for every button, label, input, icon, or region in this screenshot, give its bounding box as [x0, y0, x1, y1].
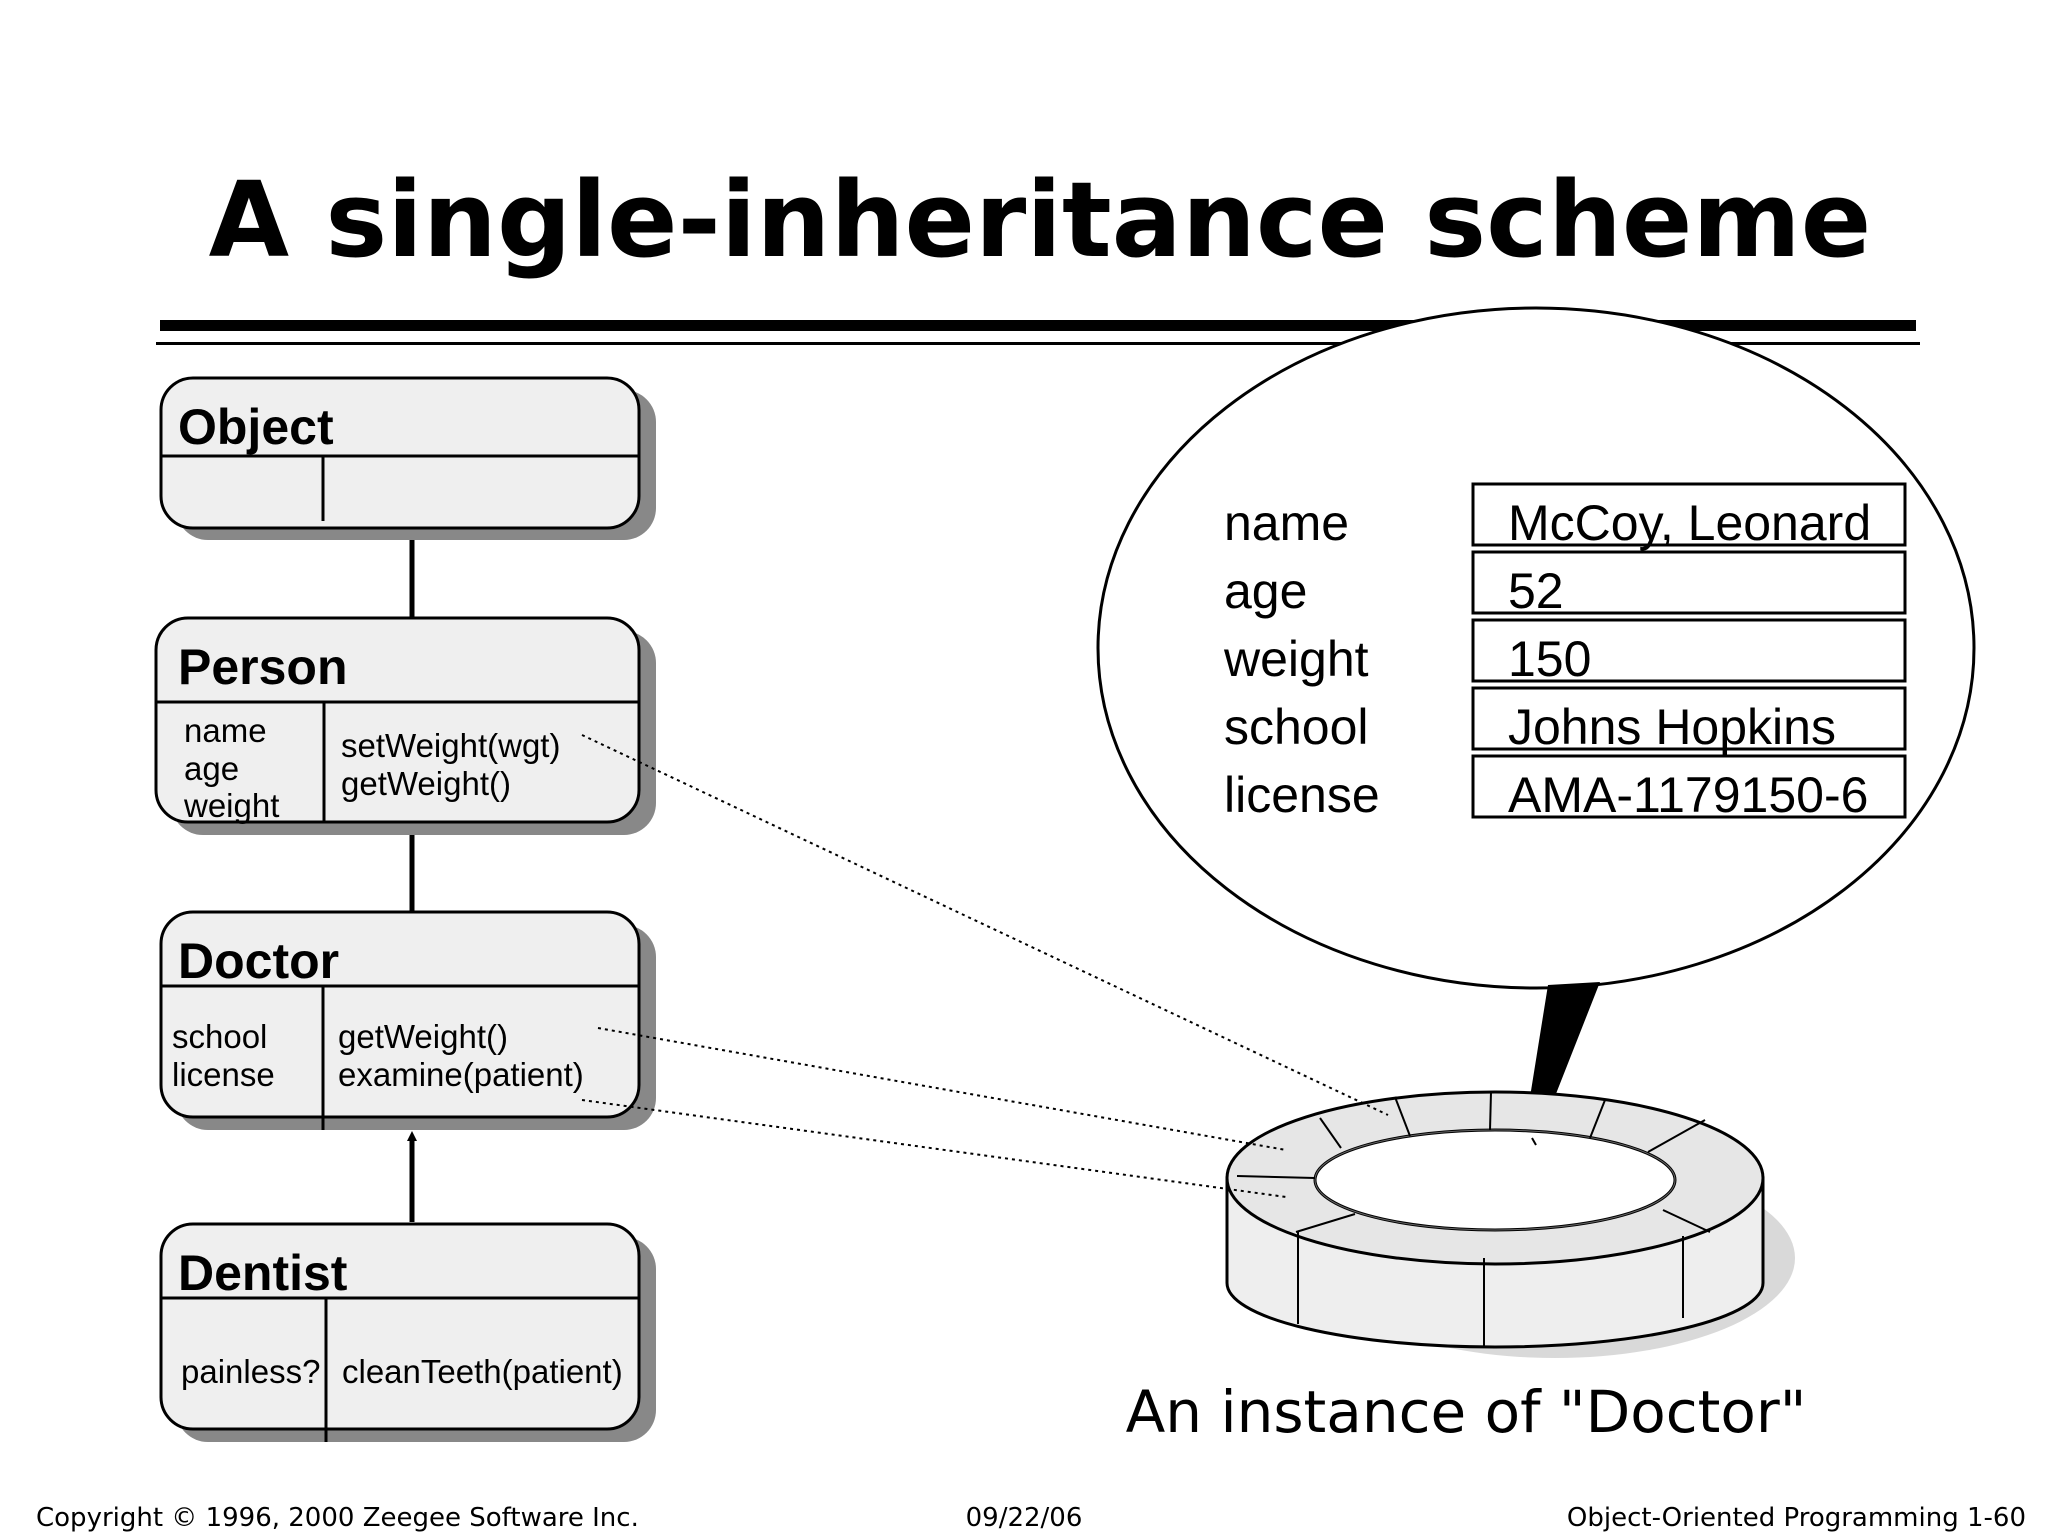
connector-getweight	[597, 1027, 1287, 1151]
person-method-getweight: getWeight()	[341, 765, 511, 802]
field-value-name: McCoy, Leonard	[1508, 495, 1871, 551]
doctor-method-getweight: getWeight()	[338, 1018, 508, 1055]
connector-examine	[581, 1099, 1287, 1198]
footer-page: Object-Oriented Programming 1-60	[1567, 1503, 2026, 1533]
doctor-method-examine: examine(patient)	[338, 1056, 584, 1093]
class-name-doctor: Doctor	[178, 933, 339, 989]
field-value-license: AMA-1179150-6	[1508, 767, 1868, 823]
method-connectors	[581, 734, 1389, 1198]
instance-caption: An instance of "Doctor"	[1126, 1378, 1807, 1446]
person-attr-weight: weight	[183, 787, 279, 824]
field-value-age: 52	[1508, 563, 1564, 619]
field-value-box-name	[1471, 482, 1907, 547]
field-value-weight: 150	[1508, 631, 1591, 687]
field-label-license: license	[1224, 767, 1380, 823]
field-value-box-weight	[1471, 618, 1907, 683]
doctor-attr-license: license	[172, 1056, 275, 1093]
dentist-method-cleanteeth: cleanTeeth(patient)	[342, 1353, 623, 1390]
person-attr-age: age	[184, 750, 239, 787]
field-value-box-school	[1471, 686, 1907, 751]
field-value-box-age	[1471, 550, 1907, 615]
slide-title: A single-inheritance scheme	[209, 159, 1872, 281]
footer-date: 09/22/06	[966, 1503, 1083, 1533]
instance-fields: name age weight school license McCoy, Le…	[1223, 482, 1907, 823]
field-value-box-license	[1471, 754, 1907, 819]
class-box-dentist: Dentist painless? cleanTeeth(patient)	[159, 1222, 656, 1442]
footer-copyright: Copyright © 1996, 2000 Zeegee Software I…	[36, 1503, 639, 1533]
connector-setweight	[581, 734, 1389, 1116]
doctor-attr-school: school	[172, 1018, 267, 1055]
field-label-age: age	[1224, 563, 1307, 619]
person-attr-name: name	[184, 712, 267, 749]
class-box-doctor: Doctor school license getWeight() examin…	[159, 910, 656, 1130]
field-label-school: school	[1224, 699, 1369, 755]
field-label-weight: weight	[1223, 631, 1369, 687]
person-method-setweight: setWeight(wgt)	[341, 727, 560, 764]
title-rule-thick	[160, 320, 1916, 331]
instance-ring	[1225, 1090, 1795, 1358]
dentist-attr-painless: painless?	[181, 1353, 320, 1390]
class-name-person: Person	[178, 639, 348, 695]
class-box-person: Person name age weight setWeight(wgt) ge…	[154, 616, 656, 835]
class-box-object: Object	[159, 376, 656, 540]
class-name-dentist: Dentist	[178, 1245, 348, 1301]
field-value-school: Johns Hopkins	[1508, 699, 1836, 755]
field-label-name: name	[1224, 495, 1349, 551]
title-rule-thin	[156, 342, 1920, 345]
class-name-object: Object	[178, 399, 334, 455]
